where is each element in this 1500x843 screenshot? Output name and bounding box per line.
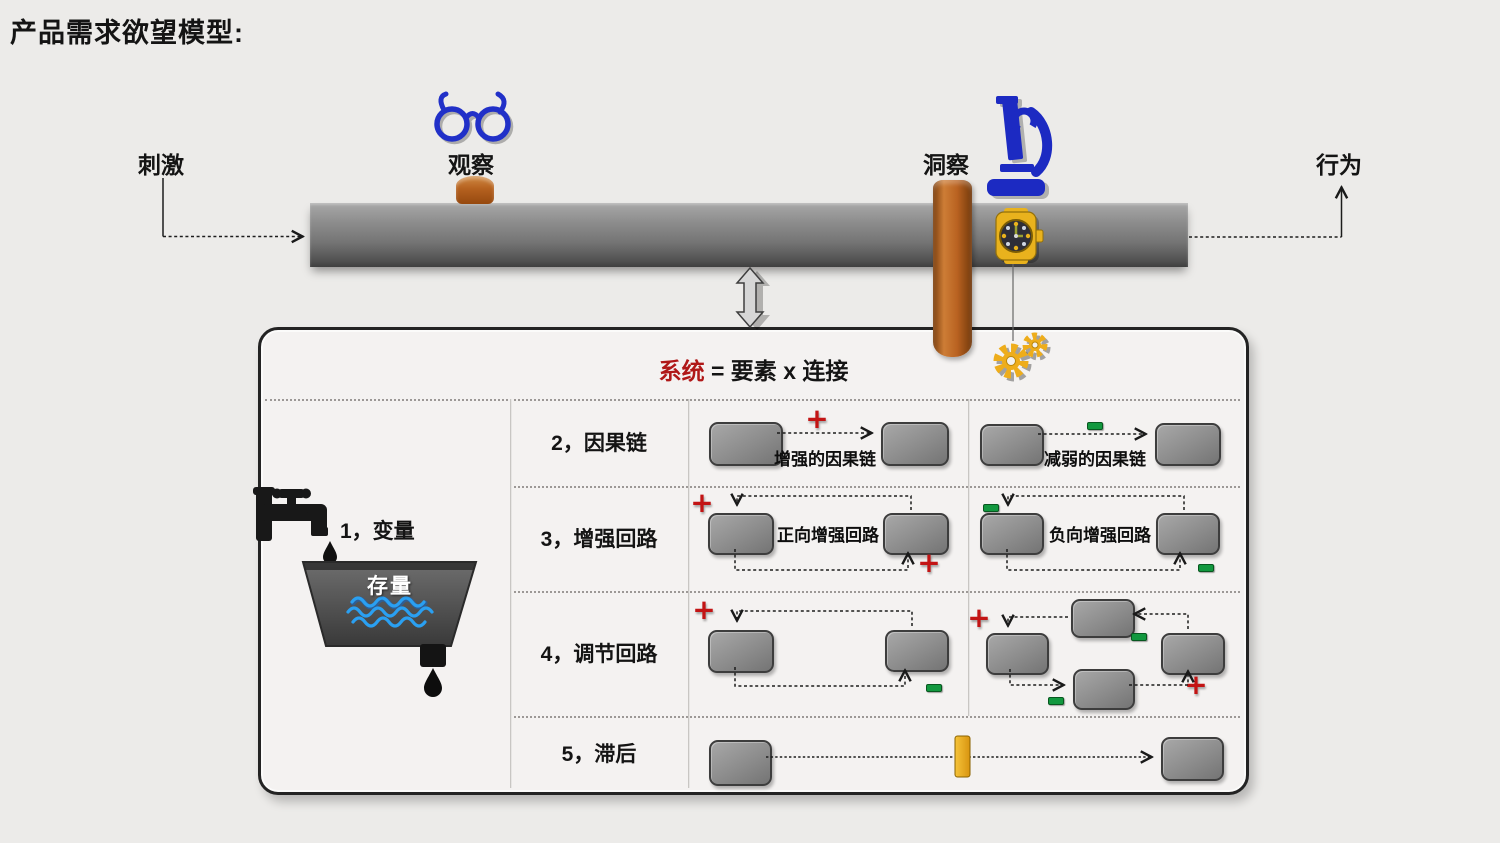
row-divider	[510, 716, 1240, 718]
observe-peg	[456, 176, 494, 204]
node-box	[709, 422, 783, 466]
node-box	[1156, 513, 1220, 555]
node-box	[1155, 423, 1221, 466]
caption-negative-loop: 负向增强回路	[1049, 526, 1151, 545]
node-box	[708, 630, 774, 673]
row-label-balancing-loop: 4，调节回路	[540, 643, 658, 666]
stimulus-label: 刺激	[138, 152, 184, 178]
glasses-icon	[434, 91, 514, 145]
plus-sign: +	[690, 486, 714, 519]
column-divider	[688, 399, 690, 788]
node-box	[883, 513, 949, 555]
minus-sign	[983, 504, 999, 512]
header-divider	[265, 399, 1240, 401]
node-box	[885, 630, 949, 672]
minus-sign	[926, 684, 942, 692]
minus-sign	[1198, 564, 1214, 572]
node-box	[1071, 599, 1135, 638]
variable-label: 1，变量	[340, 520, 415, 543]
node-box	[881, 422, 949, 466]
observe-label: 观察	[448, 152, 494, 178]
double-arrow-icon	[735, 266, 770, 330]
system-equation: 系统 = 要素 x 连接	[261, 352, 1246, 386]
insight-label: 洞察	[923, 152, 969, 178]
row-label-causal-chain: 2，因果链	[551, 432, 647, 455]
row-divider	[510, 486, 1240, 488]
plus-sign: +	[1184, 668, 1208, 701]
system-box: 系统 = 要素 x 连接 2，因果链 3，增强回路 4，调节回路 5，滞后 + …	[258, 327, 1249, 795]
column-divider	[510, 399, 512, 788]
plus-sign: +	[805, 402, 829, 435]
node-box	[1073, 669, 1135, 710]
row-label-delay: 5，滞后	[561, 743, 637, 766]
node-box	[709, 740, 772, 786]
equation-rest: = 要素 x 连接	[710, 358, 849, 384]
node-box	[980, 424, 1044, 466]
caption-positive-loop: 正向增强回路	[777, 526, 879, 545]
page-title: 产品需求欲望模型:	[10, 18, 244, 48]
row-divider	[510, 591, 1240, 593]
process-pipe	[310, 203, 1188, 267]
node-box	[1161, 737, 1224, 781]
node-box	[986, 633, 1049, 675]
node-box	[980, 513, 1044, 555]
row-label-reinforcing-loop: 3，增强回路	[540, 528, 658, 551]
plus-sign: +	[917, 546, 941, 579]
minus-sign	[1087, 422, 1103, 430]
caption-reinforcing-chain: 增强的因果链	[774, 450, 876, 469]
stock-label: 存量	[367, 575, 413, 598]
insight-pillar	[933, 180, 972, 357]
system-word: 系统	[658, 358, 705, 384]
plus-sign: +	[967, 601, 991, 634]
caption-weakening-chain: 减弱的因果链	[1044, 450, 1146, 469]
node-box	[1161, 633, 1225, 675]
microscope-icon	[987, 96, 1053, 199]
minus-sign	[1048, 697, 1064, 705]
behavior-label: 行为	[1316, 152, 1362, 178]
plus-sign: +	[692, 593, 716, 626]
minus-sign	[1131, 633, 1147, 641]
column-divider	[968, 399, 970, 716]
